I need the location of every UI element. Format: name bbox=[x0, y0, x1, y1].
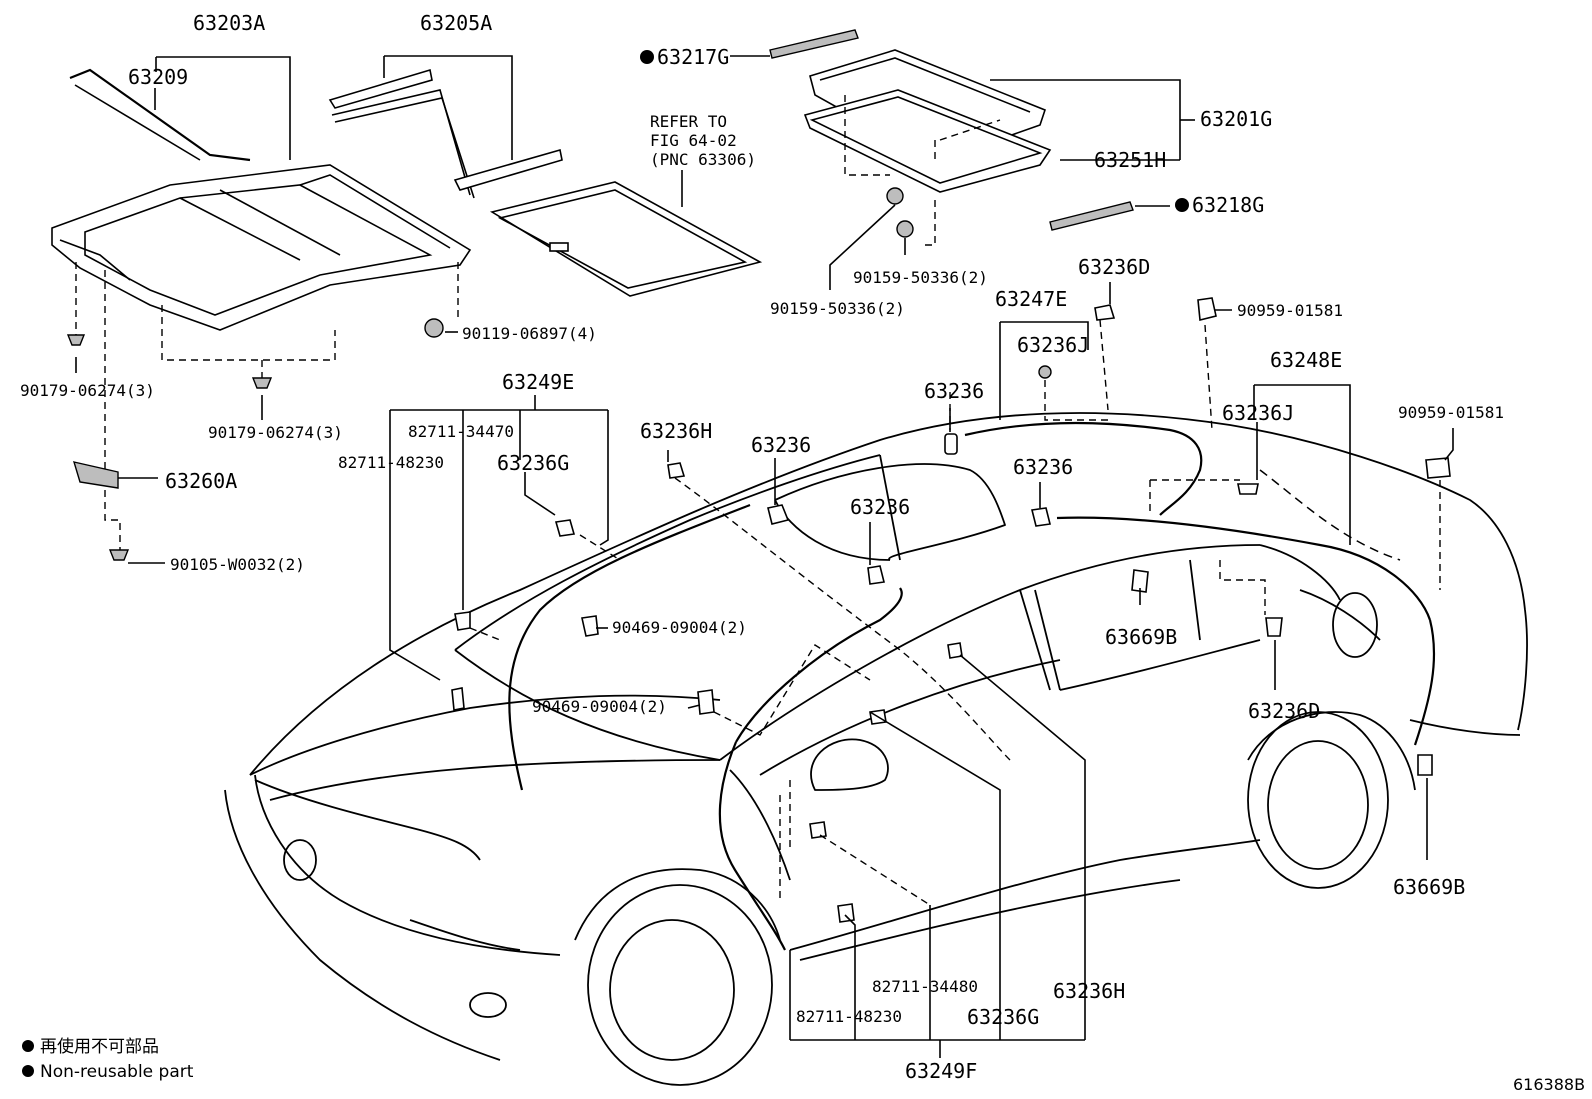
label-90959-01581-right: 90959-01581 bbox=[1398, 403, 1504, 422]
part-labels: 63203A 63209 63205A 63217G 63201G 63251H… bbox=[20, 11, 1504, 1083]
reference-note-line3: (PNC 63306) bbox=[650, 150, 756, 169]
legend: 再使用不可部品 Non-reusable part bbox=[22, 1036, 194, 1082]
reference-note-line1: REFER TO bbox=[650, 112, 727, 131]
label-63236G-bottom: 63236G bbox=[967, 1005, 1039, 1029]
label-63236-a: 63236 bbox=[924, 379, 984, 403]
non-reusable-marker-63218G bbox=[1175, 198, 1189, 212]
sunshade-rails bbox=[328, 55, 563, 199]
label-90179-06274-right: 90179-06274(3) bbox=[208, 423, 343, 442]
label-90159-left: 90159-50336(2) bbox=[770, 299, 905, 318]
legend-jp: 再使用不可部品 bbox=[40, 1036, 159, 1057]
label-82711-34470: 82711-34470 bbox=[408, 422, 514, 441]
label-63205A: 63205A bbox=[420, 11, 492, 35]
label-63217G: 63217G bbox=[657, 45, 729, 69]
fasteners-housing bbox=[66, 318, 444, 561]
figure-id: 616388B bbox=[1513, 1075, 1585, 1094]
clips-on-car bbox=[451, 297, 1451, 923]
label-63251H: 63251H bbox=[1094, 148, 1166, 172]
label-63236-d: 63236 bbox=[850, 495, 910, 519]
sunroof-housing-frame bbox=[51, 68, 472, 550]
label-63247E: 63247E bbox=[995, 287, 1067, 311]
label-90469-09004-lower: 90469-09004(2) bbox=[532, 697, 667, 716]
label-63236H-top: 63236H bbox=[640, 419, 712, 443]
label-82711-34480: 82711-34480 bbox=[872, 977, 978, 996]
label-90469-09004-upper: 90469-09004(2) bbox=[612, 618, 747, 637]
non-reusable-marker-63217G bbox=[640, 50, 654, 64]
label-90179-06274-left: 90179-06274(3) bbox=[20, 381, 155, 400]
label-63248E: 63248E bbox=[1270, 348, 1342, 372]
legend-marker-jp bbox=[22, 1040, 34, 1052]
drain-hoses bbox=[508, 421, 1436, 951]
label-63236J-1: 63236J bbox=[1017, 333, 1089, 357]
reference-note: REFER TO FIG 64-02 (PNC 63306) bbox=[650, 112, 756, 169]
legend-en: Non-reusable part bbox=[40, 1062, 194, 1082]
housing-leaders bbox=[75, 56, 458, 564]
label-63236-c: 63236 bbox=[1013, 455, 1073, 479]
label-63201G: 63201G bbox=[1200, 107, 1272, 131]
label-63669B-2: 63669B bbox=[1393, 875, 1465, 899]
car-body-outline bbox=[224, 412, 1528, 1086]
label-63260A: 63260A bbox=[165, 469, 237, 493]
glass-roof-assembly bbox=[769, 29, 1134, 246]
label-90159-right: 90159-50336(2) bbox=[853, 268, 988, 287]
label-90105-W0032: 90105-W0032(2) bbox=[170, 555, 305, 574]
label-63249F: 63249F bbox=[905, 1059, 977, 1083]
label-63218G: 63218G bbox=[1192, 193, 1264, 217]
glass-roof-leaders bbox=[730, 55, 1195, 290]
label-63236-b: 63236 bbox=[751, 433, 811, 457]
label-63203A: 63203A bbox=[193, 11, 265, 35]
label-63236H-bottom: 63236H bbox=[1053, 979, 1125, 1003]
label-82711-48230-top: 82711-48230 bbox=[338, 453, 444, 472]
label-63236D-top: 63236D bbox=[1078, 255, 1150, 279]
label-63236G-top: 63236G bbox=[497, 451, 569, 475]
reference-note-line2: FIG 64-02 bbox=[650, 131, 737, 150]
label-82711-48230-bottom: 82711-48230 bbox=[796, 1007, 902, 1026]
label-63209: 63209 bbox=[128, 65, 188, 89]
car-leaders bbox=[389, 282, 1454, 1058]
label-90959-01581-top: 90959-01581 bbox=[1237, 301, 1343, 320]
car-dashed-guides bbox=[469, 319, 1441, 906]
legend-marker-en bbox=[22, 1065, 34, 1077]
sunshade-panel bbox=[489, 170, 763, 297]
label-63236J-2: 63236J bbox=[1222, 401, 1294, 425]
label-63249E: 63249E bbox=[502, 370, 574, 394]
label-90119-06897: 90119-06897(4) bbox=[462, 324, 597, 343]
label-63236D-bottom: 63236D bbox=[1248, 699, 1320, 723]
label-63669B-1: 63669B bbox=[1105, 625, 1177, 649]
